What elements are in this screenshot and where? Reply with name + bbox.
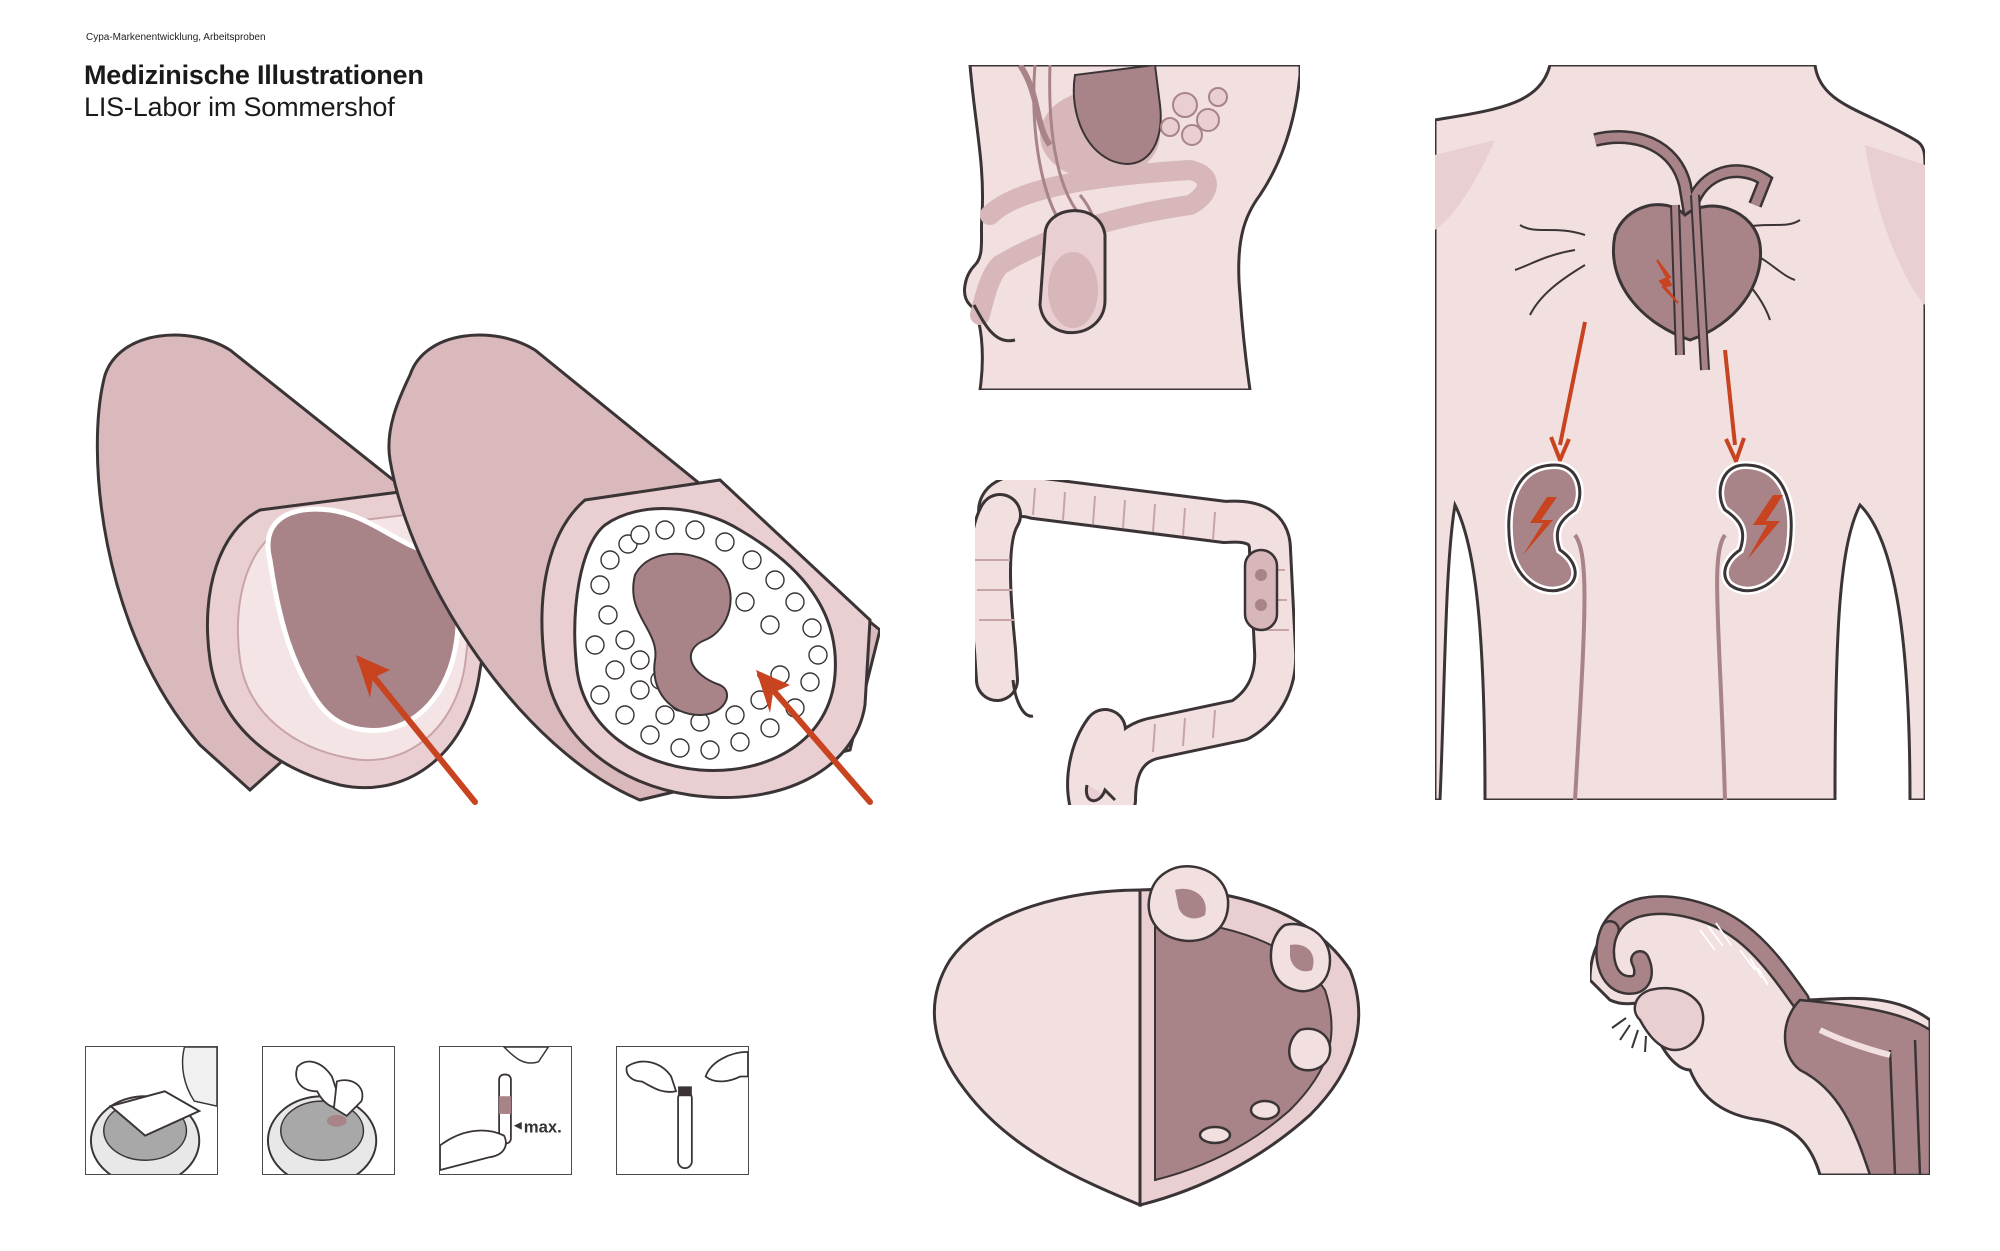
heart-kidney-illustration (1435, 65, 1925, 800)
sample-step-2 (262, 1046, 395, 1175)
blood-vessels-illustration (80, 330, 880, 810)
clogged-vessel (387, 333, 880, 805)
project-caption: Cypa-Markenentwicklung, Arbeitsproben (86, 32, 266, 43)
uterus-illustration (1590, 890, 1930, 1175)
sample-step-1 (85, 1046, 218, 1175)
male-pelvis-illustration (960, 65, 1300, 390)
colon-illustration (975, 480, 1295, 805)
healthy-vessel (95, 333, 503, 805)
page-subtitle: LIS-Labor im Sommershof (84, 92, 395, 122)
bladder-illustration (910, 860, 1370, 1215)
sample-step-4 (616, 1046, 749, 1175)
sample-step-3: max. (439, 1046, 572, 1175)
tube-max-label: max. (524, 1118, 562, 1137)
page-title: Medizinische Illustrationen (84, 60, 424, 90)
